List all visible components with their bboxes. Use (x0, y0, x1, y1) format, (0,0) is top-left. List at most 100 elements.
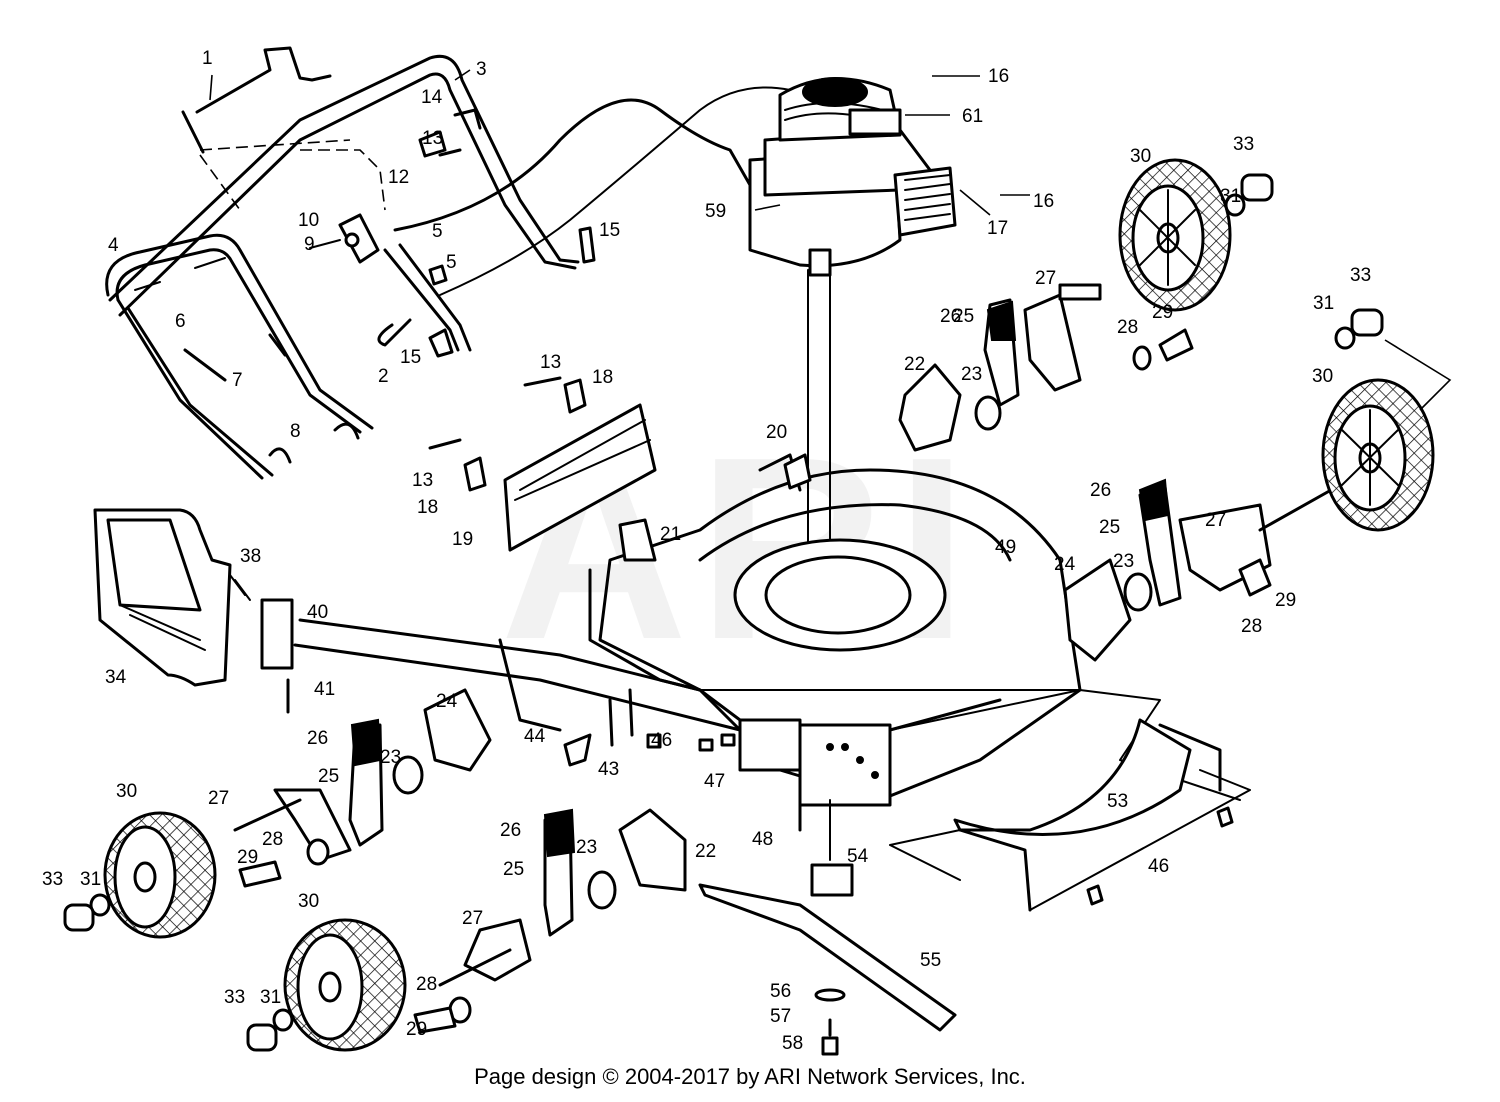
callout: 14 (421, 87, 443, 108)
callout: 22 (904, 354, 925, 375)
cable-routing (393, 86, 791, 296)
callout: 15 (599, 220, 620, 241)
callout: 26 (500, 820, 521, 841)
callout: 46 (651, 730, 672, 751)
callout: 26 (940, 306, 961, 327)
callout: 7 (232, 370, 243, 391)
callout: 31 (80, 869, 101, 890)
blade-assembly (698, 773, 957, 1056)
callout: 24 (1054, 554, 1076, 575)
callout: 17 (987, 218, 1008, 239)
hardware-small (268, 108, 596, 464)
callout: 5 (432, 221, 443, 242)
front-bolts (563, 688, 736, 767)
callout: 30 (1130, 146, 1151, 167)
wheel-rear-left (246, 918, 407, 1052)
callout: 33 (1233, 134, 1254, 155)
callout: 31 (260, 987, 281, 1008)
callout: 30 (298, 891, 319, 912)
callout: 61 (962, 106, 983, 127)
callout: 58 (782, 1033, 803, 1054)
discharge-guard (889, 718, 1251, 912)
callout: 57 (770, 1006, 791, 1027)
callout: 25 (318, 766, 339, 787)
callout: 9 (304, 234, 315, 255)
callout: 59 (705, 201, 726, 222)
callout: 30 (1312, 366, 1333, 387)
wheel-rear-right (1321, 308, 1452, 532)
deck-hardware (428, 376, 812, 562)
callout: 22 (695, 841, 716, 862)
callout: 40 (307, 602, 328, 623)
callout: 12 (388, 167, 409, 188)
callout: 8 (290, 421, 301, 442)
height-adjuster-left-lower (413, 808, 687, 1034)
callout: 10 (298, 210, 319, 231)
callout: 27 (462, 908, 483, 929)
callout: 29 (406, 1019, 427, 1040)
callout: 31 (1313, 293, 1334, 314)
callout: 25 (953, 306, 974, 327)
mower-deck (293, 453, 1241, 807)
callout: 41 (314, 679, 335, 700)
callout: 30 (116, 781, 137, 802)
callout: 23 (961, 364, 982, 385)
callout: 34 (105, 667, 127, 688)
callout: 20 (766, 422, 787, 443)
callout: 53 (1107, 791, 1128, 812)
callout: 4 (108, 235, 119, 256)
callout: 23 (1113, 551, 1134, 572)
callout: 25 (1099, 517, 1120, 538)
callout: 24 (436, 691, 458, 712)
callout: 48 (752, 829, 773, 850)
callout: 26 (307, 728, 328, 749)
callout: 33 (42, 869, 63, 890)
callout: 28 (1241, 616, 1262, 637)
callout-labels: 1 2 3 4 5 5 6 7 8 9 10 12 13 13 13 14 15… (42, 48, 1371, 1054)
callout: 56 (770, 981, 791, 1002)
callout: 27 (208, 788, 229, 809)
callout: 23 (380, 747, 401, 768)
wheel-front-left (63, 811, 217, 939)
callout: 46 (1148, 856, 1169, 877)
callout: 29 (1152, 302, 1173, 323)
callout: 13 (412, 470, 433, 491)
callout: 5 (446, 252, 457, 273)
handle-bracket (309, 213, 380, 264)
callout: 1 (202, 48, 213, 69)
callout: 29 (1275, 590, 1296, 611)
callout: 55 (920, 950, 941, 971)
callout: 29 (237, 847, 258, 868)
callout: 21 (660, 524, 681, 545)
height-adjuster-left-upper (233, 688, 492, 888)
callout: 49 (995, 537, 1016, 558)
callout: 6 (175, 311, 186, 332)
callout: 2 (378, 366, 389, 387)
callout: 23 (576, 837, 597, 858)
grass-bag-frame (93, 508, 294, 714)
callout: 28 (416, 974, 437, 995)
callout: 33 (1350, 265, 1371, 286)
callout: 3 (476, 59, 487, 80)
callout: 28 (1117, 317, 1138, 338)
callout: 18 (592, 367, 613, 388)
callout: 43 (598, 759, 619, 780)
callout: 16 (1033, 191, 1054, 212)
callout: 27 (1035, 268, 1056, 289)
upper-handle (108, 54, 580, 352)
wheel-front-right (1118, 158, 1274, 312)
callout: 26 (1090, 480, 1111, 501)
engine (748, 77, 957, 641)
callout-leaders (209, 69, 1030, 216)
callout: 13 (540, 352, 561, 373)
callout: 38 (240, 546, 261, 567)
callout: 27 (1205, 510, 1226, 531)
callout: 33 (224, 987, 245, 1008)
callout: 16 (988, 66, 1009, 87)
callout: 18 (417, 497, 438, 518)
callout: 54 (847, 846, 869, 867)
callout: 28 (262, 829, 283, 850)
copyright-footer: Page design © 2004-2017 by ARI Network S… (474, 1064, 1026, 1089)
height-adjuster-right-upper (898, 283, 1194, 452)
